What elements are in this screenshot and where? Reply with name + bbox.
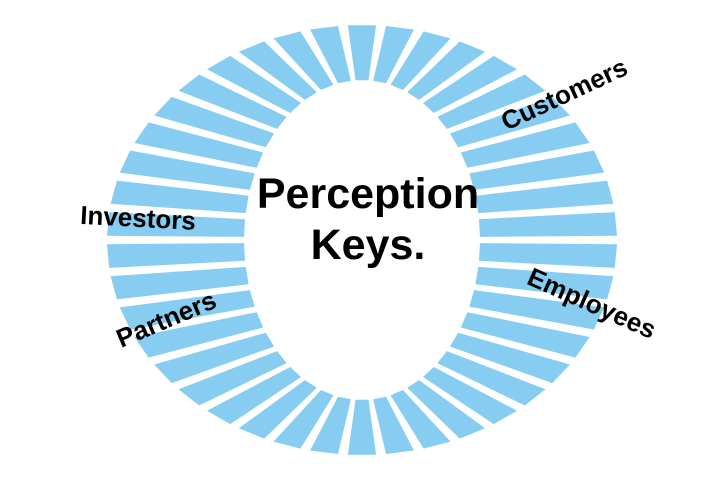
ring-segment	[407, 380, 486, 439]
ring-segment	[110, 180, 249, 214]
ring-segment	[206, 367, 301, 425]
ring-segment	[469, 290, 605, 330]
ring-segment	[206, 55, 301, 113]
title-line-2: Keys.	[311, 221, 426, 269]
ring-segment	[134, 122, 264, 168]
ring-segment	[390, 31, 451, 90]
ring-segment	[437, 74, 546, 129]
ring-segment	[479, 243, 617, 268]
ring-segment	[154, 332, 274, 384]
ring-segment	[450, 332, 570, 384]
ring-segment	[460, 122, 590, 168]
ring-segment	[273, 390, 334, 449]
ring-segment	[107, 212, 245, 237]
ring-segment	[110, 266, 249, 300]
segmented-ring	[107, 25, 617, 455]
ring-segment	[390, 390, 451, 449]
ring-segment	[310, 396, 351, 454]
ring-segment	[310, 26, 351, 84]
ring-segment	[107, 243, 245, 268]
ring-segment	[273, 31, 334, 90]
ring-segment	[450, 96, 570, 148]
ring-segment	[479, 212, 617, 237]
title-line-1: Perception	[257, 170, 479, 218]
ring-segment	[469, 150, 605, 190]
ring-segment	[134, 312, 264, 358]
ring-segment	[119, 150, 255, 190]
ring-segment	[119, 290, 255, 330]
ring-segment	[437, 351, 546, 406]
ring-segment	[347, 399, 377, 455]
ring-segment	[238, 41, 317, 100]
ring-segment	[178, 74, 287, 129]
ring-segment	[154, 96, 274, 148]
ring-segment	[347, 25, 377, 81]
ring-segment	[178, 351, 287, 406]
ring-segment	[238, 380, 317, 439]
label-investors: Investors	[80, 200, 197, 236]
ring-segment	[475, 266, 614, 300]
ring-segment	[475, 180, 614, 214]
ring-segment	[423, 367, 518, 425]
ring-segment	[373, 396, 414, 454]
ring-segment	[373, 26, 414, 84]
ring-segment	[407, 41, 486, 100]
ring-segment	[423, 55, 518, 113]
ring-segment	[460, 312, 590, 358]
